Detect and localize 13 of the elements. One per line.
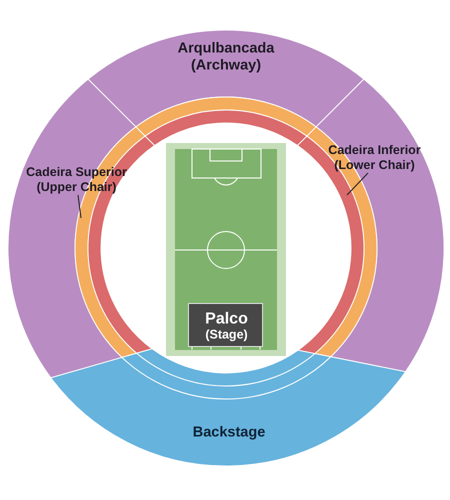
seating-section xyxy=(88,30,364,127)
leader-line xyxy=(78,194,82,218)
section-label: Backstage xyxy=(192,424,266,442)
seating-section xyxy=(316,79,444,372)
seating-ring xyxy=(145,110,307,146)
seating-section xyxy=(50,348,406,466)
stage-sublabel: (Stage) xyxy=(204,328,248,342)
soccer-pitch xyxy=(166,143,286,356)
section-label: Arqulbancada (Archway) xyxy=(177,40,275,76)
seating-section xyxy=(8,79,136,378)
seating-ring xyxy=(135,97,317,137)
stage-area xyxy=(188,303,263,347)
stage-label: Palco xyxy=(204,309,248,329)
